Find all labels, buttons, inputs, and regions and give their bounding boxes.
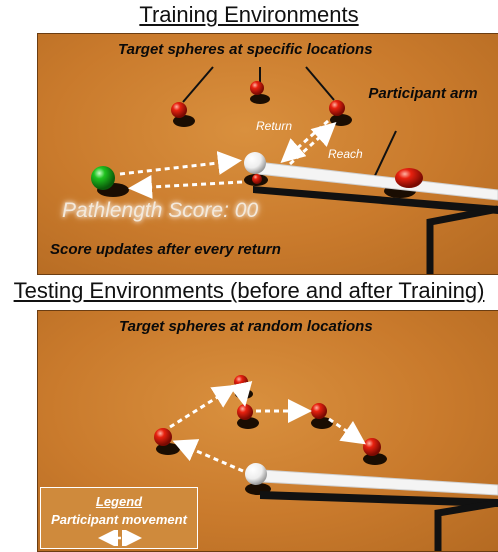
cursor-sphere bbox=[245, 463, 267, 485]
target-shadow bbox=[237, 417, 259, 429]
legend: Legend Participant movement bbox=[40, 487, 198, 549]
target-sphere bbox=[311, 403, 327, 419]
participant-arm bbox=[261, 469, 498, 496]
return-label: Return bbox=[256, 119, 293, 133]
score-note: Score updates after every return bbox=[50, 241, 281, 258]
callout-line-left bbox=[182, 66, 214, 103]
callout-line-right bbox=[305, 66, 335, 101]
arrow-path bbox=[228, 380, 253, 407]
targets-note: Target spheres at specific locations bbox=[118, 41, 373, 58]
target-sphere bbox=[234, 375, 248, 389]
start-sphere bbox=[91, 166, 115, 190]
arrow-to-start bbox=[128, 175, 243, 199]
training-scene bbox=[91, 66, 498, 274]
target-sphere bbox=[171, 102, 187, 118]
target-sphere bbox=[329, 100, 345, 116]
cursor-target-dot bbox=[252, 174, 262, 184]
target-sphere bbox=[363, 438, 381, 456]
arrow-path bbox=[172, 439, 244, 473]
target-sphere bbox=[237, 404, 253, 420]
target-shadow bbox=[311, 417, 333, 429]
arm-shadow-support bbox=[434, 499, 498, 551]
legend-label: Participant movement bbox=[51, 512, 187, 527]
target-shadow bbox=[173, 115, 195, 127]
arm-shadow bbox=[253, 186, 498, 214]
training-panel: Target spheres at specific locations Par… bbox=[37, 33, 498, 275]
target-shadow bbox=[363, 453, 387, 465]
target-shadow bbox=[330, 114, 352, 126]
target-shadow bbox=[250, 94, 270, 104]
arm-shadow bbox=[260, 491, 498, 507]
testing-title: Testing Environments (before and after T… bbox=[13, 278, 485, 303]
arm-marker bbox=[395, 168, 423, 188]
cursor-sphere bbox=[244, 152, 266, 174]
arrow-path bbox=[169, 384, 238, 429]
arm-shadow-support bbox=[426, 205, 498, 274]
legend-title: Legend bbox=[95, 494, 143, 509]
training-title: Training Environments bbox=[139, 2, 359, 27]
arm-note: Participant arm bbox=[368, 85, 478, 102]
arrow-to-cursor bbox=[119, 151, 242, 176]
target-sphere bbox=[250, 81, 264, 95]
target-sphere bbox=[154, 428, 172, 446]
arrow-path bbox=[328, 417, 366, 445]
pathlength-score: Pathlength Score: 00 bbox=[62, 199, 259, 222]
reach-label: Reach bbox=[328, 147, 363, 161]
legend-arrow-icon bbox=[98, 530, 142, 546]
arrow-reach bbox=[288, 121, 337, 166]
testing-scene bbox=[154, 375, 498, 551]
callout-line-arm bbox=[371, 130, 397, 183]
random-targets-note: Target spheres at random locations bbox=[119, 318, 373, 335]
